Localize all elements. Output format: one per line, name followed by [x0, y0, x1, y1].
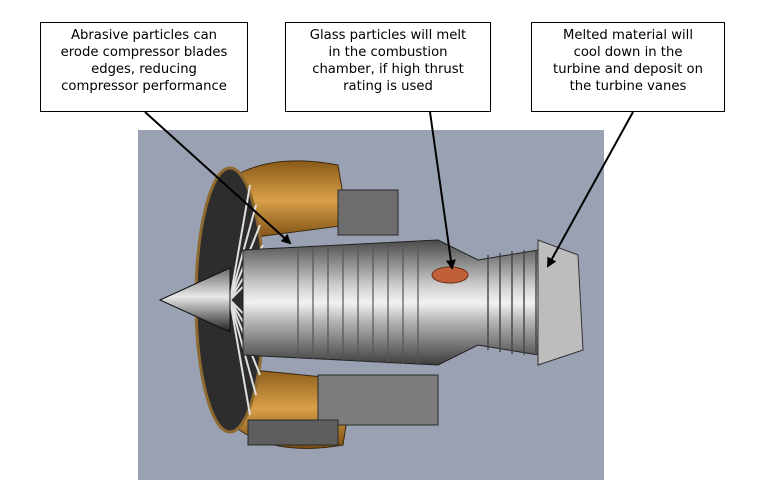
accessory-unit	[247, 419, 339, 446]
callout-line: compressor performance	[61, 79, 227, 94]
callout-compressor-erosion: Abrasive particles can erode compressor …	[40, 22, 248, 112]
callout-line: erode compressor blades	[60, 45, 228, 60]
callout-line: Abrasive particles can	[70, 28, 218, 43]
accessory-unit	[337, 189, 399, 236]
callout-line: cool down in the	[573, 45, 683, 60]
callout-line: edges, reducing	[91, 62, 197, 77]
combustion-chamber	[431, 266, 469, 284]
callout-line: in the combustion	[328, 45, 448, 60]
accessory-gearbox	[317, 374, 439, 426]
turbine-stages	[487, 250, 549, 355]
callout-turbine-deposit: Melted material will cool down in the tu…	[531, 22, 725, 112]
callout-combustion-melting: Glass particles will melt in the combust…	[285, 22, 491, 112]
engine-core	[242, 239, 579, 366]
spinner-cone	[158, 267, 231, 333]
compressor-stages	[297, 241, 419, 365]
callout-line: Melted material will	[562, 28, 693, 43]
callout-line: chamber, if high thrust	[312, 62, 464, 77]
engine-cutaway-image	[138, 130, 604, 480]
callout-line: the turbine vanes	[569, 79, 687, 94]
callout-line: turbine and deposit on	[553, 62, 703, 77]
callout-line: rating is used	[343, 79, 433, 94]
exhaust-nozzle	[537, 239, 584, 366]
callout-line: Glass particles will melt	[309, 28, 467, 43]
